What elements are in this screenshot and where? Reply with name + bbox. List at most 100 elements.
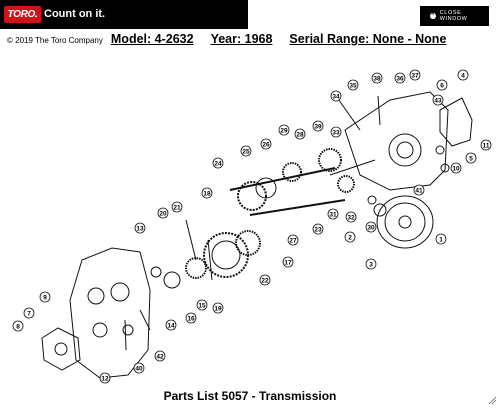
svg-text:14: 14	[167, 323, 175, 330]
callout-42: 42	[154, 350, 166, 362]
svg-text:37: 37	[411, 73, 419, 80]
callout-22: 22	[259, 274, 271, 286]
svg-text:28: 28	[296, 132, 304, 139]
callout-3: 3	[365, 258, 377, 270]
callout-29: 29	[278, 124, 290, 136]
svg-text:19: 19	[214, 306, 222, 313]
info-bar: © 2019 The Toro Company Model: 4-2632 Ye…	[7, 32, 463, 48]
callout-41: 41	[413, 184, 425, 196]
svg-text:17: 17	[284, 260, 292, 267]
svg-text:31: 31	[329, 212, 337, 219]
svg-text:32: 32	[347, 215, 355, 222]
close-window-button[interactable]: CLOSE WINDOW	[420, 6, 489, 26]
svg-text:11: 11	[483, 143, 490, 150]
callout-13: 13	[134, 222, 146, 234]
close-icon	[430, 10, 436, 20]
svg-text:36: 36	[396, 76, 404, 83]
callout-14: 14	[165, 319, 177, 331]
svg-text:27: 27	[289, 238, 297, 245]
callout-6: 6	[436, 79, 448, 91]
svg-text:1: 1	[439, 237, 443, 244]
svg-text:13: 13	[136, 226, 144, 233]
callout-24: 24	[212, 157, 224, 169]
callout-2: 2	[344, 231, 356, 243]
svg-text:34: 34	[332, 94, 340, 101]
svg-text:21: 21	[173, 205, 181, 212]
svg-text:29: 29	[280, 128, 288, 135]
pulley	[376, 195, 434, 249]
callout-7: 7	[23, 307, 35, 319]
svg-text:23: 23	[314, 227, 322, 234]
svg-text:43: 43	[434, 98, 442, 105]
svg-text:4: 4	[461, 73, 465, 80]
callout-43: 43	[432, 94, 444, 106]
callout-4: 4	[457, 69, 469, 81]
svg-text:24: 24	[214, 161, 222, 168]
svg-text:30: 30	[367, 225, 375, 232]
transmission-exploded-diagram: 1 2 3 4 5 6 7 8 9 10 11 12 13 14 15 16 1…	[12, 69, 492, 384]
svg-text:3: 3	[369, 262, 373, 269]
callout-34: 34	[330, 90, 342, 102]
svg-text:8: 8	[16, 324, 20, 331]
svg-text:15: 15	[198, 303, 206, 310]
callout-19: 19	[212, 302, 224, 314]
svg-text:22: 22	[261, 278, 269, 285]
callout-8: 8	[12, 320, 24, 332]
serial-range-label: Serial Range: None - None	[289, 32, 447, 46]
callout-37: 37	[409, 69, 421, 81]
callout-38: 38	[371, 72, 383, 84]
svg-text:10: 10	[452, 166, 460, 173]
svg-text:18: 18	[203, 191, 211, 198]
header-bar: TORO. Count on it.	[0, 0, 248, 29]
svg-text:25: 25	[242, 149, 250, 156]
callout-markers: 1 2 3 4 5 6 7 8 9 10 11 12 13 14 15 16 1…	[12, 69, 492, 384]
svg-text:33: 33	[332, 130, 340, 137]
svg-text:9: 9	[43, 295, 47, 302]
housing-left	[69, 247, 151, 379]
callout-39: 39	[312, 120, 324, 132]
svg-text:12: 12	[101, 376, 109, 383]
callout-1: 1	[435, 233, 447, 245]
svg-text:35: 35	[349, 83, 357, 90]
callout-15: 15	[196, 299, 208, 311]
svg-text:41: 41	[415, 188, 423, 195]
callout-21: 21	[171, 201, 183, 213]
callout-11: 11	[480, 139, 492, 151]
callout-36: 36	[394, 72, 406, 84]
svg-text:2: 2	[348, 235, 352, 242]
svg-text:16: 16	[187, 316, 195, 323]
svg-text:20: 20	[159, 211, 167, 218]
callout-20: 20	[157, 207, 169, 219]
callout-31: 31	[327, 208, 339, 220]
callout-27: 27	[287, 234, 299, 246]
close-window-label: CLOSE WINDOW	[439, 10, 468, 22]
callout-5: 5	[465, 152, 477, 164]
parts-list-caption: Parts List 5057 - Transmission	[163, 389, 337, 403]
callout-16: 16	[185, 312, 197, 324]
callout-17: 17	[282, 256, 294, 268]
end-plate	[41, 327, 81, 371]
callout-25: 25	[240, 145, 252, 157]
callout-10: 10	[450, 162, 462, 174]
callout-35: 35	[347, 79, 359, 91]
svg-text:40: 40	[135, 366, 143, 373]
model-label: Model: 4-2632	[110, 32, 194, 46]
callout-33: 33	[330, 126, 342, 138]
svg-text:7: 7	[27, 311, 31, 318]
svg-text:6: 6	[440, 83, 444, 90]
callout-18: 18	[201, 187, 213, 199]
tagline: Count on it.	[44, 8, 106, 20]
svg-text:42: 42	[156, 354, 164, 361]
callout-40: 40	[133, 362, 145, 374]
callout-32: 32	[345, 211, 357, 223]
svg-text:39: 39	[314, 124, 322, 131]
resize-corner-icon	[488, 396, 497, 405]
gear-upper	[237, 181, 267, 211]
callout-12: 12	[99, 372, 111, 384]
svg-text:38: 38	[373, 76, 381, 83]
callout-26: 26	[260, 138, 272, 150]
callout-9: 9	[39, 291, 51, 303]
toro-logo: TORO.	[4, 6, 41, 23]
svg-text:5: 5	[469, 156, 473, 163]
callout-23: 23	[312, 223, 324, 235]
